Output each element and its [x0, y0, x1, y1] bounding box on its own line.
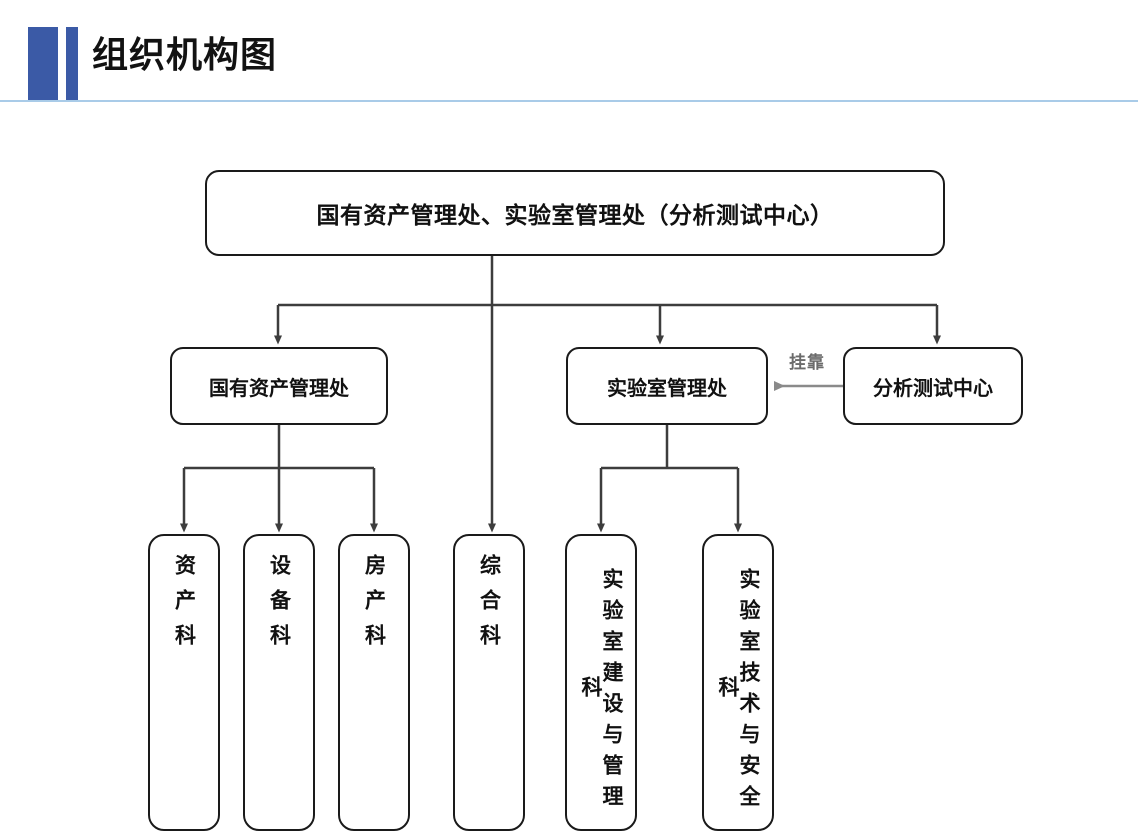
node-property-section[interactable]: 房产科	[338, 534, 410, 831]
header-divider	[0, 100, 1138, 102]
node-lab-technology-safety-section-label: 实验室技术与安全科	[716, 567, 760, 816]
node-asset-section-label: 资产科	[172, 554, 196, 659]
node-state-asset-office[interactable]: 国有资产管理处	[170, 347, 388, 425]
node-general-section-label: 综合科	[477, 554, 501, 659]
node-equipment-section-label: 设备科	[267, 554, 291, 659]
node-general-section[interactable]: 综合科	[453, 534, 525, 831]
node-lab-management-office[interactable]: 实验室管理处	[566, 347, 768, 425]
page-title: 组织机构图	[92, 34, 278, 75]
node-equipment-section[interactable]: 设备科	[243, 534, 315, 831]
node-lab-technology-safety-section[interactable]: 实验室技术与安全科	[702, 534, 774, 831]
node-root[interactable]: 国有资产管理处、实验室管理处（分析测试中心）	[205, 170, 945, 256]
slide-header: 组织机构图	[0, 0, 1138, 102]
node-asset-section[interactable]: 资产科	[148, 534, 220, 831]
header-accent-bar-wide	[28, 27, 58, 101]
header-accent-bar-narrow	[66, 27, 78, 101]
edge-label-attached: 挂靠	[789, 353, 825, 372]
node-lab-construction-management-section[interactable]: 实验室建设与管理科	[565, 534, 637, 831]
node-lab-construction-management-section-label: 实验室建设与管理科	[579, 567, 623, 816]
node-property-section-label: 房产科	[362, 554, 386, 659]
node-analysis-test-center[interactable]: 分析测试中心	[843, 347, 1023, 425]
